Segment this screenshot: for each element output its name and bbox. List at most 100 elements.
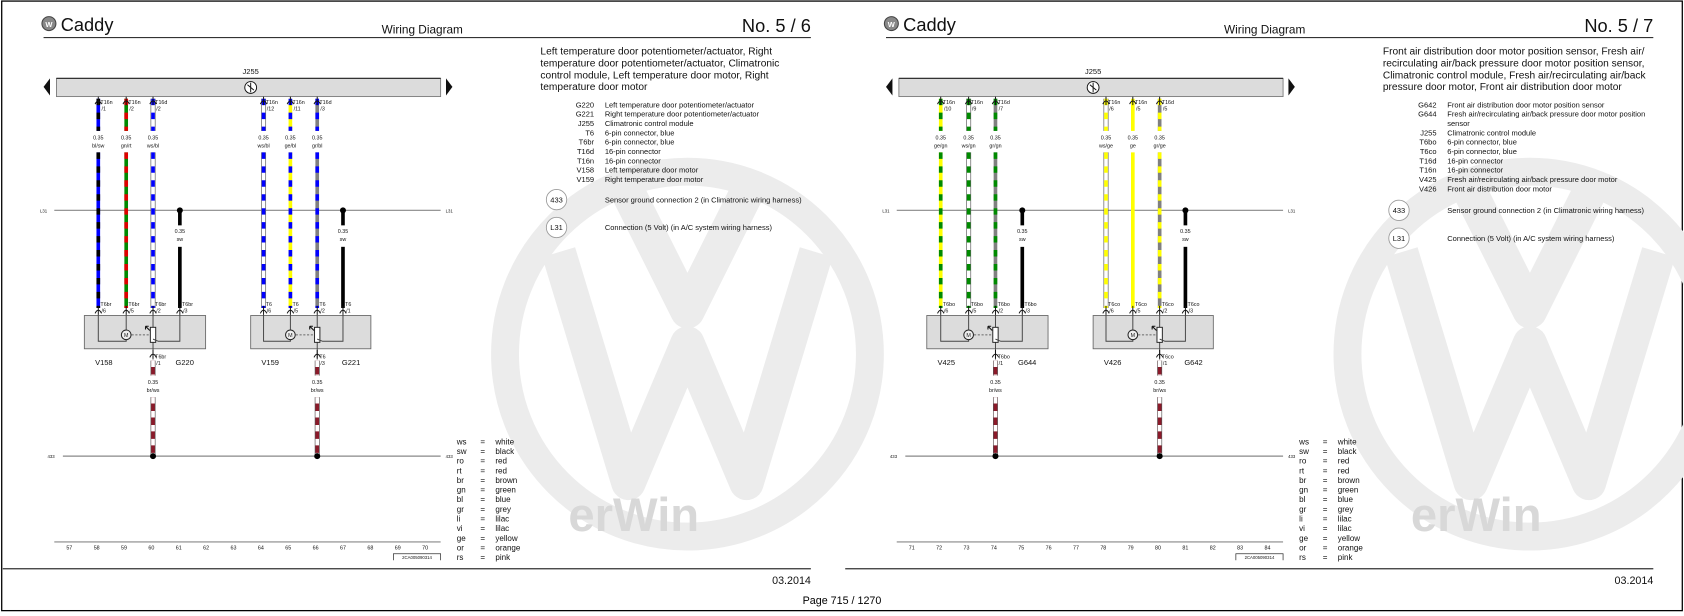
- page-number: No. 5 / 6: [742, 15, 811, 36]
- top-connector: T16n: [266, 100, 278, 106]
- potentiometer-icon: [149, 326, 157, 343]
- bottom-pin: /5: [972, 308, 976, 314]
- bottom-connector: T6bo: [943, 302, 955, 308]
- legend-name: lilac: [1338, 524, 1352, 533]
- legend-equals: =: [1323, 466, 1328, 475]
- legend-name: black: [495, 447, 515, 456]
- wire-color-code: ge/gn: [934, 144, 947, 150]
- continue-left-arrow-icon[interactable]: [886, 78, 893, 96]
- track-number: 59: [121, 545, 127, 551]
- wire-size: 0.35: [1017, 229, 1027, 235]
- wire-color-code: ws/gn: [961, 144, 976, 150]
- legend-abbr: rt: [1299, 466, 1305, 475]
- legend-name: orange: [495, 544, 521, 553]
- legend-name: black: [1338, 447, 1358, 456]
- component-code: T6br: [579, 138, 595, 147]
- wire-color-code: sw: [340, 237, 347, 243]
- legend-abbr: bl: [457, 495, 463, 504]
- top-pin: /5: [1136, 107, 1140, 113]
- motor-label: V425: [938, 358, 956, 367]
- continue-right-arrow-icon[interactable]: [446, 78, 453, 96]
- wire-size: 0.35: [936, 136, 946, 142]
- wire-color-code: br/ws: [1153, 388, 1166, 394]
- legend-name: yellow: [1338, 534, 1361, 543]
- wire-color-code: br/ws: [147, 388, 160, 394]
- component-code: G221: [576, 110, 594, 119]
- control-module-label: J255: [1085, 67, 1101, 76]
- legend-name: grey: [1338, 505, 1354, 514]
- legend-abbr: ge: [1299, 534, 1308, 543]
- wire-size: 0.35: [258, 136, 268, 142]
- vw-watermark-logo: [542, 185, 833, 501]
- wire-color-code: sw: [177, 237, 184, 243]
- motor-label: V426: [1104, 358, 1122, 367]
- pin-arrow-bottom: [991, 305, 1000, 315]
- track-number: 75: [1018, 545, 1024, 551]
- bottom-pin: /2: [156, 308, 160, 314]
- bottom-pin: /2: [1163, 308, 1167, 314]
- legend-equals: =: [1323, 553, 1328, 562]
- wire-color-code: br/ws: [989, 388, 1002, 394]
- bottom-pin: /2: [320, 308, 324, 314]
- legend-name: lilac: [495, 524, 509, 533]
- top-connector: T16d: [998, 100, 1010, 106]
- diagram-title-line: temperature door motor: [540, 82, 648, 93]
- bottom-connector: T6: [345, 302, 351, 308]
- bottom-pin: /6: [1109, 308, 1113, 314]
- output-pin: /1: [999, 361, 1003, 367]
- wire-size: 0.35: [990, 136, 1000, 142]
- legend-name: red: [495, 457, 507, 466]
- legend-equals: =: [480, 437, 485, 446]
- track-number: 61: [176, 545, 182, 551]
- motor-icon: [120, 329, 132, 341]
- bottom-connector: T6bo: [971, 302, 983, 308]
- pin-arrow-bottom: [1181, 305, 1190, 315]
- l31-label-left: L31: [882, 208, 890, 213]
- wire-color-code: gr/bl: [312, 144, 322, 150]
- vw-watermark-1: erWin: [1333, 157, 1684, 551]
- bottom-pin: /2: [999, 308, 1003, 314]
- reference-box: [393, 553, 442, 561]
- l31-label-right: L31: [446, 208, 454, 213]
- sensor-label: G221: [342, 358, 360, 367]
- diagram-title-line: temperature door potentiometer/actuator,…: [540, 59, 779, 70]
- connection-badge: [1388, 199, 1410, 221]
- track-number: 83: [1237, 545, 1243, 551]
- legend-name: orange: [1338, 544, 1364, 553]
- bottom-connector: T6bo: [998, 302, 1010, 308]
- actuator-housing: [926, 315, 1049, 350]
- track-number: 63: [231, 545, 237, 551]
- junction-dot: [992, 453, 999, 460]
- sensor-label: G642: [1184, 358, 1202, 367]
- component-description: 16-pin connector: [605, 156, 661, 165]
- junction-dot: [314, 453, 321, 460]
- vw-watermark-ring: [1333, 157, 1684, 551]
- continue-right-arrow-icon[interactable]: [1288, 78, 1295, 96]
- pin-arrow-bottom: [313, 305, 321, 315]
- internal-wire: [152, 314, 181, 342]
- wire-color-code: ge/bl: [285, 144, 297, 150]
- erwin-watermark-text: erWin: [568, 489, 699, 542]
- component-code: V426: [1419, 184, 1437, 193]
- top-pin: /12: [267, 107, 274, 113]
- wire-size: 0.35: [312, 380, 322, 386]
- component-code: V425: [1419, 175, 1437, 184]
- legend-abbr: gn: [1299, 486, 1308, 495]
- watermark-layer: erWin erWin: [491, 157, 1684, 551]
- top-connector: T16d: [1162, 100, 1174, 106]
- legend-name: green: [1338, 486, 1359, 495]
- legend-name: brown: [495, 476, 517, 485]
- continue-left-arrow-icon[interactable]: [43, 78, 50, 96]
- legend-equals: =: [1323, 524, 1328, 533]
- top-connector: T16n: [971, 100, 983, 106]
